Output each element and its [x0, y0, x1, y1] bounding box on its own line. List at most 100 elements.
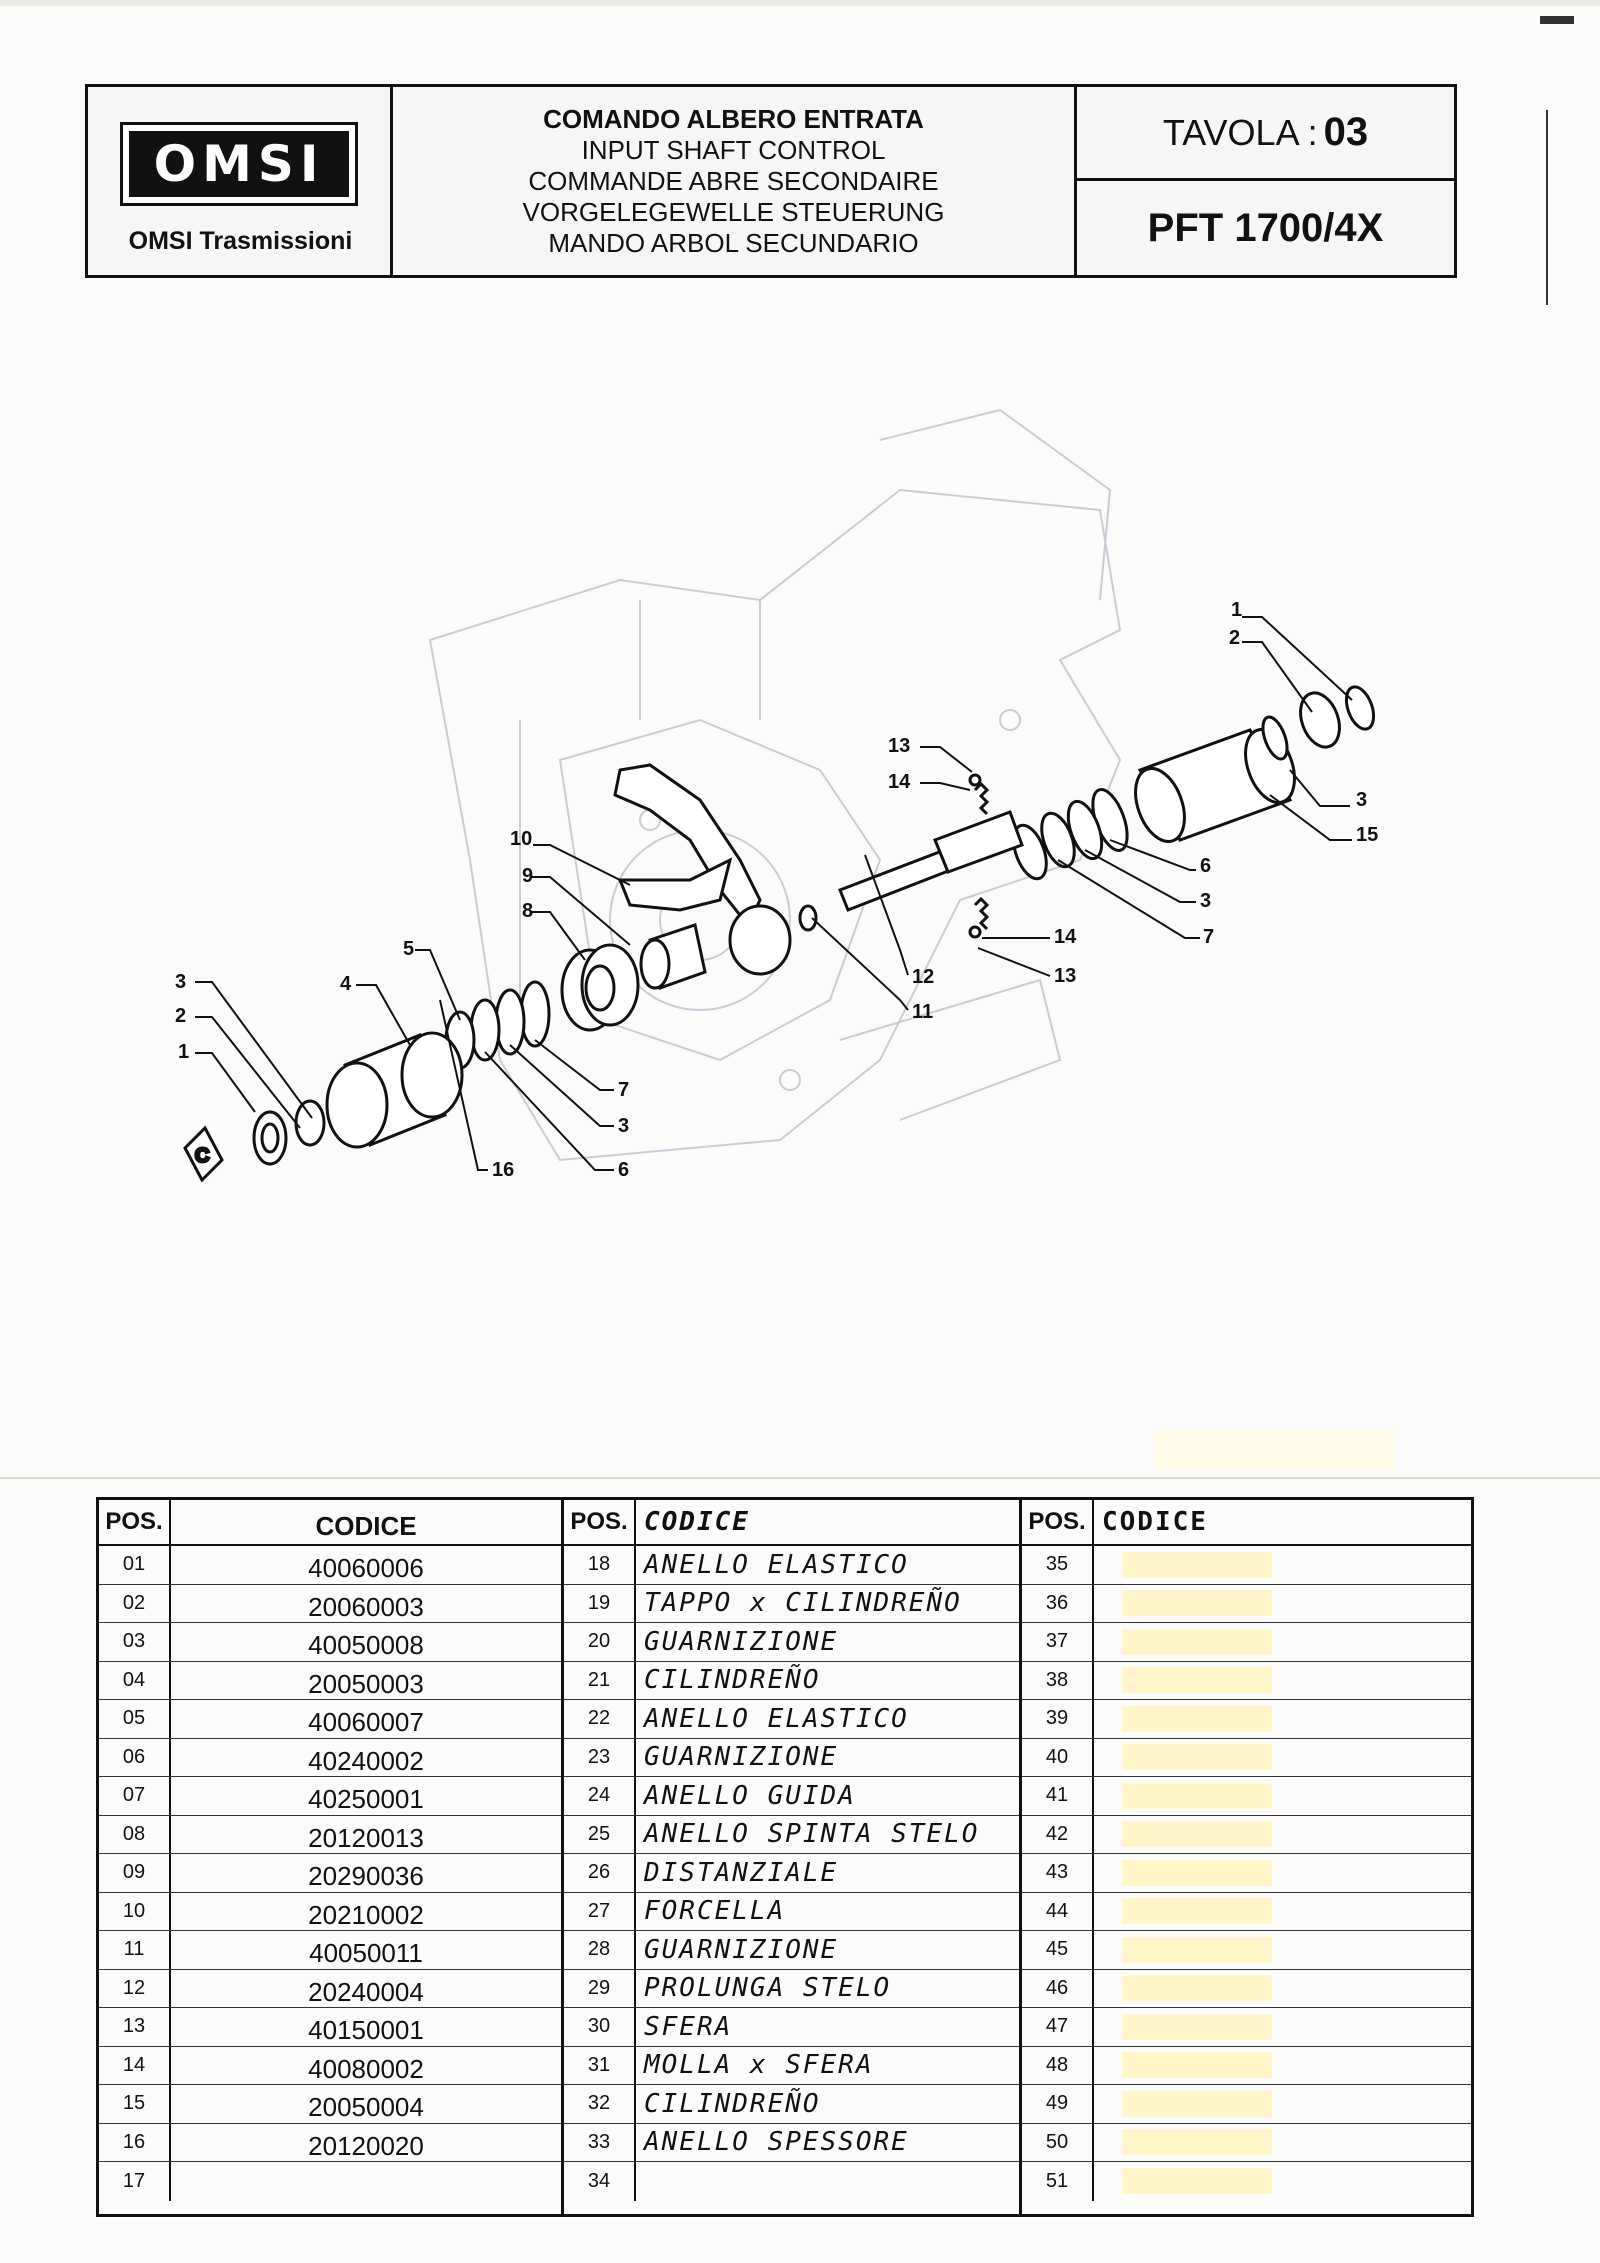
shaft-assembly	[252, 685, 1376, 1166]
callout-labels: 1 2 3 15 6 3 7 13 14 14 13 12 11 10 9 8 …	[175, 599, 1378, 1181]
part-code-text: 20210002	[308, 1899, 424, 1930]
part-code	[1094, 1585, 1471, 1623]
part-code-text: 20050004	[308, 2092, 424, 2123]
pos-number: 23	[564, 1738, 636, 1776]
part-code: 40050011	[171, 1931, 561, 1969]
redaction-patch	[1155, 1430, 1395, 1470]
redacted-entry	[1122, 2168, 1272, 2195]
pos-number: 33	[564, 2123, 636, 2161]
redacted-entry	[1122, 1667, 1272, 1694]
part-code-text: 40060007	[308, 1707, 424, 1738]
pos-number: 44	[1022, 1892, 1094, 1930]
model-code: PFT 1700/4X	[1147, 205, 1384, 250]
callout-12: 12	[912, 966, 934, 988]
pos-number: 07	[99, 1777, 171, 1815]
callout-1-left: 1	[178, 1041, 189, 1063]
page-fold-line	[0, 1477, 1600, 1479]
part-code: 20050004	[171, 2085, 561, 2123]
part-code: GUARNIZIONE	[636, 1739, 1019, 1777]
title-german: VORGELEGEWELLE STEUERUNG	[522, 196, 945, 227]
pos-number: 11	[99, 1931, 171, 1969]
pos-number: 03	[99, 1623, 171, 1661]
part-code	[1094, 2008, 1471, 2046]
tavola-field: TAVOLA : 03	[1077, 87, 1454, 181]
part-code: ANELLO SPESSORE	[636, 2124, 1019, 2162]
callout-15: 15	[1356, 824, 1378, 846]
part-code: 40060006	[171, 1546, 561, 1584]
callout-3-left-lower: 3	[618, 1115, 629, 1137]
margin-rule	[1546, 110, 1548, 305]
pos-number: 40	[1022, 1738, 1094, 1776]
callout-3-mid: 3	[1200, 890, 1211, 912]
part-code-text: CILINDREÑO	[644, 2088, 821, 2119]
table-row: 45	[1022, 1931, 1471, 1970]
pos-number: 50	[1022, 2123, 1094, 2161]
pos-number: 19	[564, 1584, 636, 1622]
orientation-marker-icon: C	[183, 1125, 224, 1183]
table-header-row: POS.CODICE	[1022, 1500, 1471, 1546]
part-code: 40150001	[171, 2008, 561, 2046]
part-code: ANELLO SPINTA STELO	[636, 1816, 1019, 1854]
logo-text: OMSI	[129, 131, 349, 197]
part-code-text: GUARNIZIONE	[644, 1742, 839, 1773]
part-code	[1094, 1546, 1471, 1584]
part-code-text: ANELLO SPINTA STELO	[644, 1819, 980, 1850]
part-code	[1094, 1854, 1471, 1892]
table-row: 35	[1022, 1546, 1471, 1585]
part-code: ANELLO GUIDA	[636, 1777, 1019, 1815]
part-code: GUARNIZIONE	[636, 1623, 1019, 1661]
table-row: 50	[1022, 2123, 1471, 2162]
redacted-entry	[1122, 2052, 1272, 2079]
part-code: 20240004	[171, 1970, 561, 2008]
redacted-entry	[1122, 1975, 1272, 2002]
pos-number: 38	[1022, 1661, 1094, 1699]
part-code: 20210002	[171, 1893, 561, 1931]
omsi-logo: OMSI	[120, 122, 358, 206]
redacted-entry	[1122, 1859, 1272, 1886]
pos-number: 01	[99, 1546, 171, 1584]
part-code: 20050003	[171, 1662, 561, 1700]
drawing-title: COMANDO ALBERO ENTRATA INPUT SHAFT CONTR…	[393, 87, 1077, 275]
table-row: 51	[1022, 2162, 1471, 2201]
redacted-entry	[1122, 2129, 1272, 2156]
pos-number: 35	[1022, 1546, 1094, 1584]
reference-cell: TAVOLA : 03 PFT 1700/4X	[1077, 87, 1454, 275]
exploded-view-diagram: C	[0, 300, 1600, 1460]
title-block: OMSI OMSI Trasmissioni COMANDO ALBERO EN…	[85, 84, 1457, 278]
table-row: 18 ANELLO ELASTICO	[564, 1546, 1019, 1585]
part-code-text: ANELLO GUIDA	[644, 1780, 856, 1811]
redacted-entry	[1122, 1782, 1272, 1809]
pos-number: 29	[564, 1969, 636, 2007]
part-code: 40240002	[171, 1739, 561, 1777]
part-code-text: 20050003	[308, 1668, 424, 1699]
tavola-label: TAVOLA :	[1162, 111, 1318, 153]
pos-number: 42	[1022, 1815, 1094, 1853]
pos-number: 48	[1022, 2046, 1094, 2084]
part-code: 40080002	[171, 2047, 561, 2085]
part-code: GUARNIZIONE	[636, 1931, 1019, 1969]
part-code	[1094, 1931, 1471, 1969]
part-code-text: ANELLO ELASTICO	[644, 1549, 909, 1580]
part-code	[1094, 2162, 1471, 2201]
callout-11: 11	[912, 1001, 933, 1023]
pos-number: 36	[1022, 1584, 1094, 1622]
table-row: 34	[564, 2162, 1019, 2201]
pos-number: 18	[564, 1546, 636, 1584]
